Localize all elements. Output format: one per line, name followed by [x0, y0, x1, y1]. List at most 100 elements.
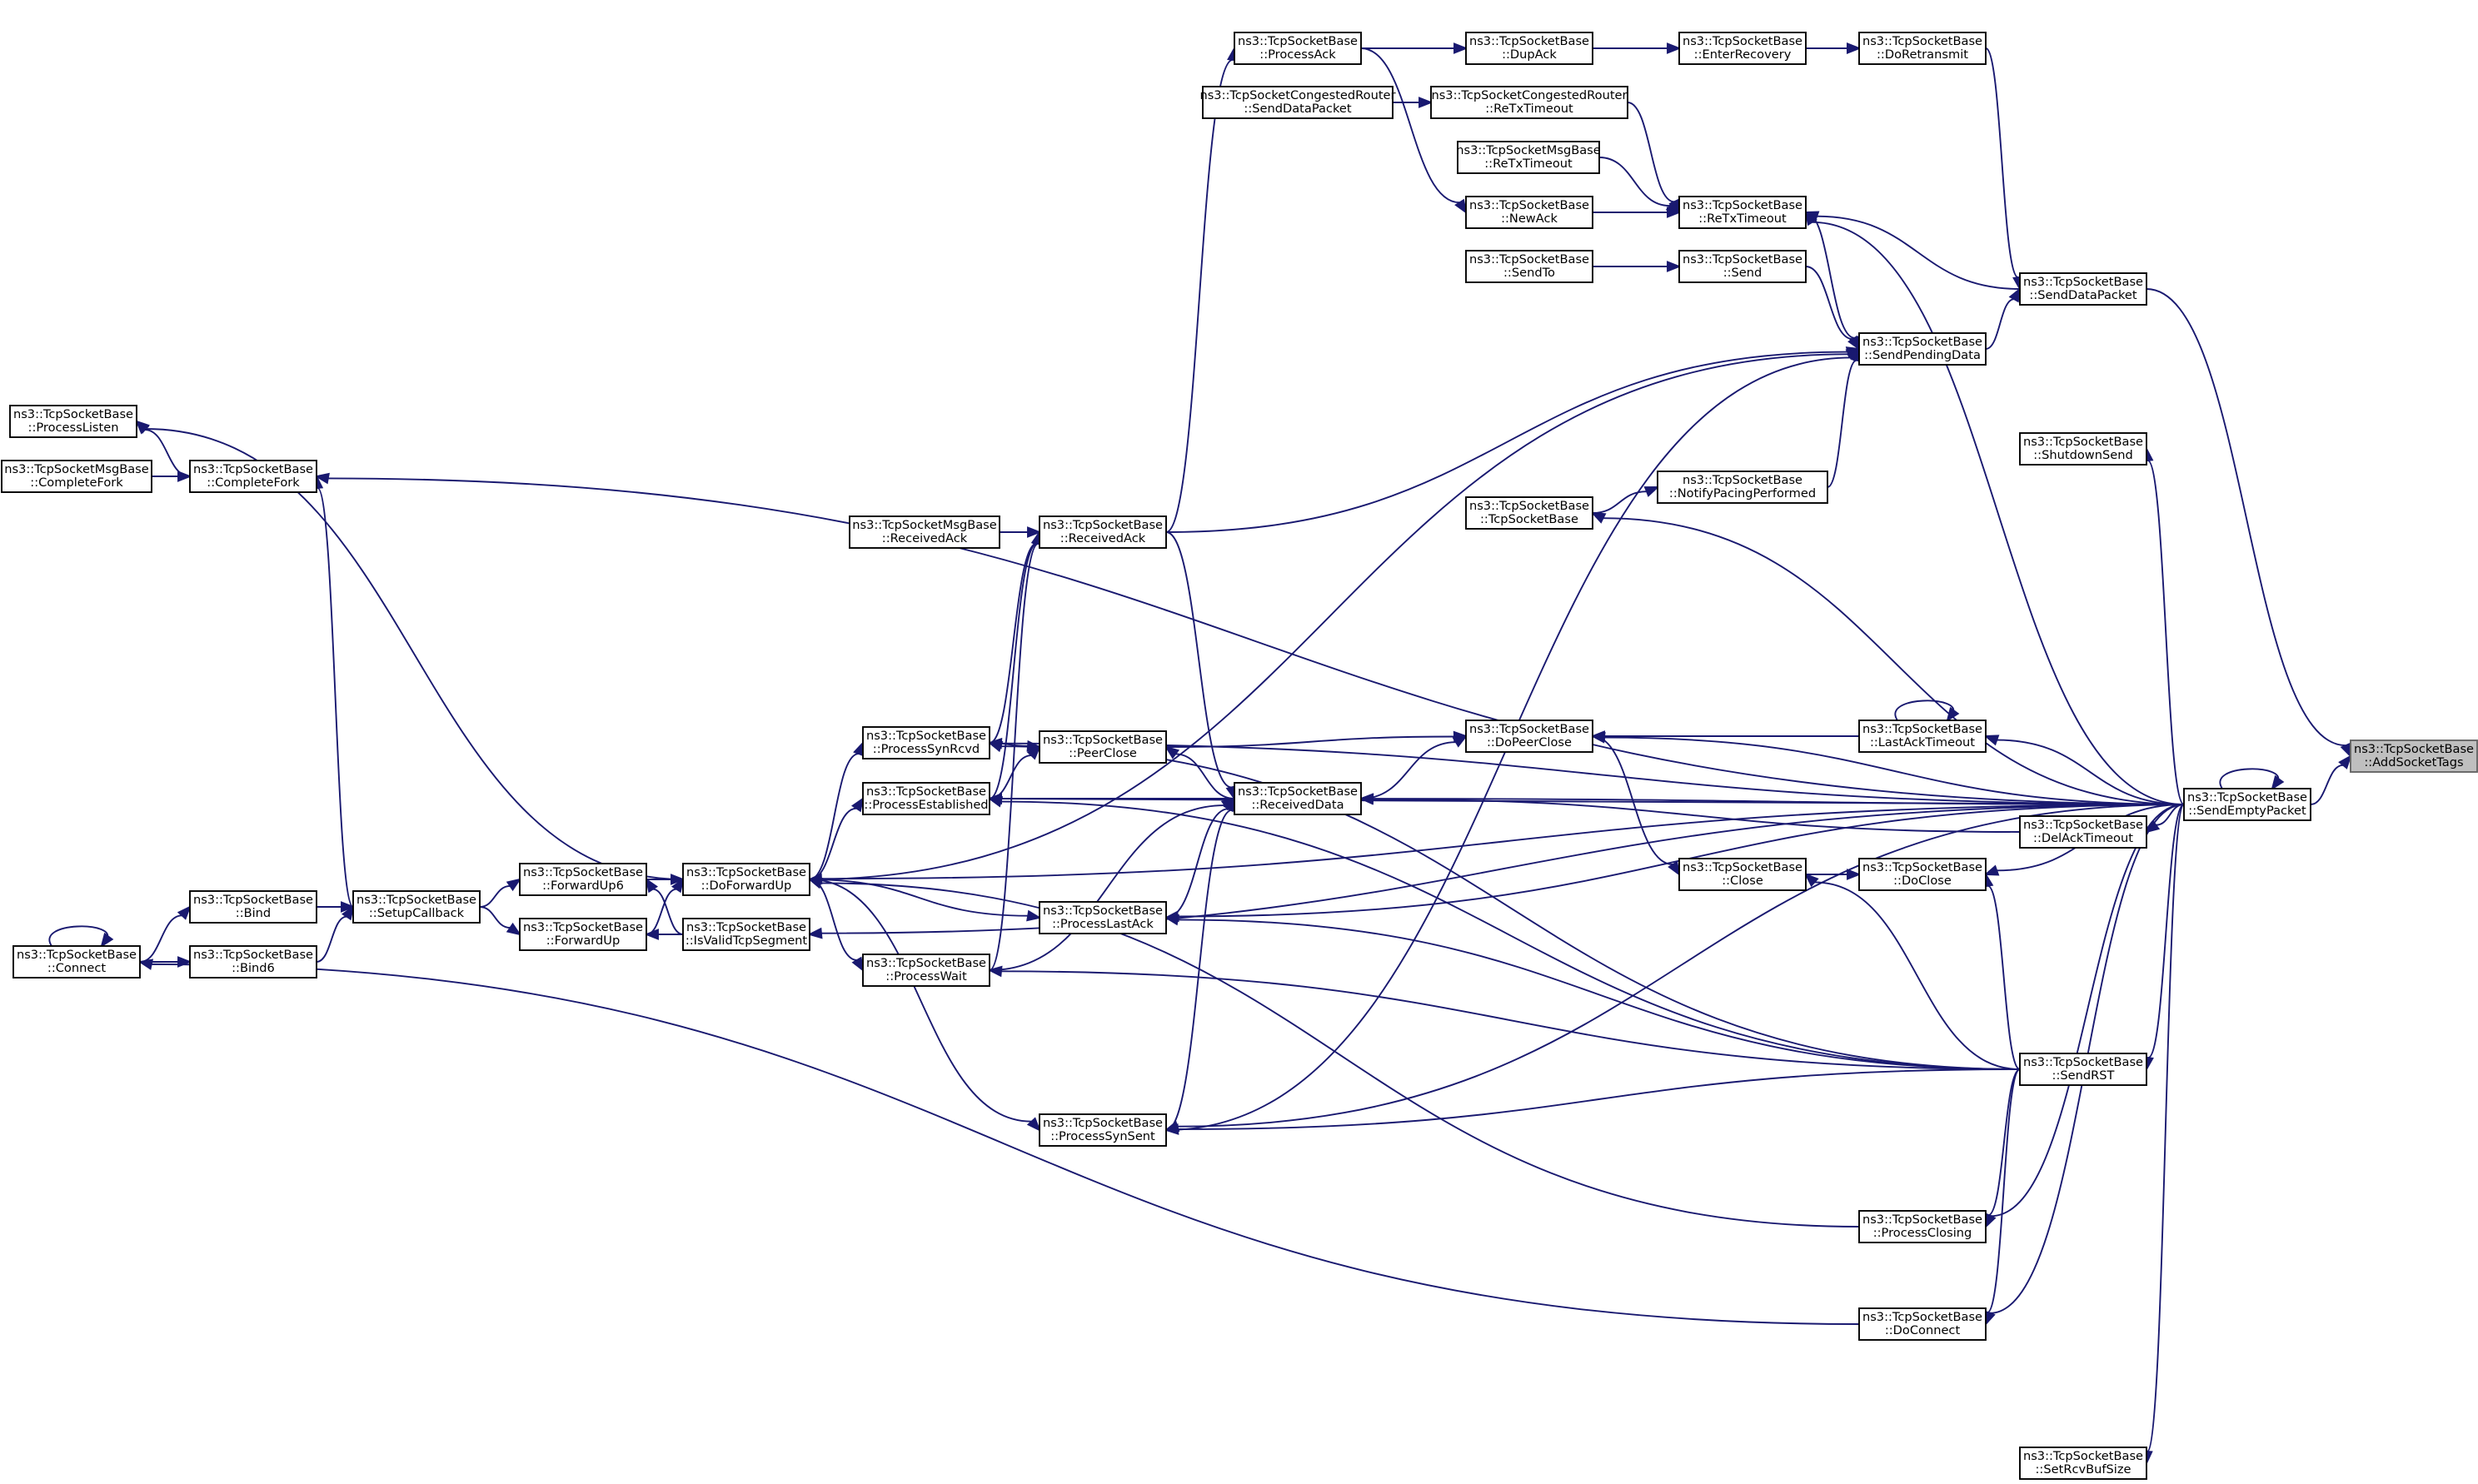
node-doclose[interactable]: ns3::TcpSocketBase::DoClose [1858, 858, 1987, 891]
node-namespace-label: ns3::TcpSocketBase [1043, 904, 1163, 918]
node-setrcvbufsize[interactable]: ns3::TcpSocketBase::SetRcvBufSize [2019, 1447, 2147, 1480]
edge-setupcallback-to-forwardup6 [479, 878, 522, 908]
arrowhead [1847, 869, 1862, 880]
node-msg-retxtimeout[interactable]: ns3::TcpSocketMsgBase::ReTxTimeout [1456, 141, 1601, 174]
edge-sendrst-to-processclosing [1982, 1068, 2021, 1229]
node-lastacktimeout[interactable]: ns3::TcpSocketBase::LastAckTimeout [1858, 720, 1987, 753]
node-receiveddata[interactable]: ns3::TcpSocketBase::ReceivedData [1234, 782, 1362, 815]
node-msg-completefork[interactable]: ns3::TcpSocketMsgBase::CompleteFork [1, 460, 152, 493]
node-processestablished[interactable]: ns3::TcpSocketBase::ProcessEstablished [862, 782, 990, 815]
node-namespace-label: ns3::TcpSocketBase [523, 865, 643, 879]
edge-line [48, 925, 109, 947]
node-send[interactable]: ns3::TcpSocketBase::Send [1678, 250, 1807, 283]
node-method-label: ::LastAckTimeout [1870, 735, 1975, 749]
node-tcpsocketbase[interactable]: ns3::TcpSocketBase::TcpSocketBase [1465, 496, 1593, 530]
node-retxtimeout[interactable]: ns3::TcpSocketBase::ReTxTimeout [1678, 196, 1807, 229]
arrowhead [135, 420, 150, 434]
node-isvalidtcpsegment[interactable]: ns3::TcpSocketBase::IsValidTcpSegment [682, 918, 810, 951]
node-processwait[interactable]: ns3::TcpSocketBase::ProcessWait [862, 954, 990, 987]
edge-senddatapacket-to-addsockettags [2146, 288, 2352, 759]
arrowhead [506, 922, 522, 936]
node-namespace-label: ns3::TcpSocketBase [1238, 784, 1358, 799]
node-method-label: ::SendRST [2052, 1068, 2115, 1083]
node-processlisten[interactable]: ns3::TcpSocketBase::ProcessListen [9, 405, 137, 438]
edge-line [1177, 804, 2185, 1128]
node-sendrst[interactable]: ns3::TcpSocketBase::SendRST [2019, 1053, 2147, 1086]
node-method-label: ::ReceivedData [1251, 798, 1344, 812]
node-forwardup[interactable]: ns3::TcpSocketBase::ForwardUp [519, 918, 647, 951]
edge-line [1165, 351, 1848, 533]
node-method-label: ::ForwardUp [546, 934, 620, 948]
arrowhead [807, 878, 824, 889]
edge-line [139, 914, 182, 963]
node-shutdownsend[interactable]: ns3::TcpSocketBase::ShutdownSend [2019, 432, 2147, 466]
edge-line [1805, 266, 1853, 341]
node-cr-retxtimeout[interactable]: ns3::TcpSocketCongestedRouter::ReTxTimeo… [1430, 86, 1628, 119]
node-method-label: ::ProcessSynSent [1050, 1129, 1155, 1143]
edge-line [1987, 884, 2021, 1070]
node-sendemptypacket[interactable]: ns3::TcpSocketBase::SendEmptyPacket [2183, 788, 2311, 821]
edge-forwardup6-to-doforwardup [646, 874, 686, 885]
arrowhead [1590, 731, 1606, 744]
node-msg-receivedack[interactable]: ns3::TcpSocketMsgBase::ReceivedAck [849, 515, 1000, 549]
node-box [1465, 32, 1593, 65]
node-forwardup6[interactable]: ns3::TcpSocketBase::ForwardUp6 [519, 863, 647, 896]
node-senddatapacket[interactable]: ns3::TcpSocketBase::SendDataPacket [2019, 272, 2147, 306]
edge-sendemptypacket-to-sendrst [2142, 804, 2185, 1072]
node-bind6[interactable]: ns3::TcpSocketBase::Bind6 [189, 945, 317, 979]
node-method-label: ::ReTxTimeout [1485, 102, 1573, 116]
node-box [1457, 141, 1600, 174]
node-close[interactable]: ns3::TcpSocketBase::Close [1678, 858, 1807, 891]
node-sendpendingdata[interactable]: ns3::TcpSocketBase::SendPendingData [1858, 332, 1987, 366]
edge-line [1165, 58, 1234, 533]
edge-line [1360, 47, 1460, 204]
edge-sendto-to-send [1592, 261, 1682, 272]
node-method-label: ::ProcessAck [1259, 47, 1336, 62]
node-box [1234, 32, 1362, 65]
node-dopeerclose[interactable]: ns3::TcpSocketBase::DoPeerClose [1465, 720, 1593, 753]
edge-line [479, 906, 511, 929]
node-namespace-label: ns3::TcpSocketBase [866, 956, 986, 970]
node-receivedack[interactable]: ns3::TcpSocketBase::ReceivedAck [1039, 515, 1167, 549]
node-cr-senddatapacket[interactable]: ns3::TcpSocketCongestedRouter::SendDataP… [1199, 86, 1396, 119]
edge-cr-senddatapacket-to-cr-retxtimeout [1392, 97, 1433, 108]
node-doretransmit[interactable]: ns3::TcpSocketBase::DoRetransmit [1858, 32, 1987, 65]
node-completefork[interactable]: ns3::TcpSocketBase::CompleteFork [189, 460, 317, 493]
node-namespace-label: ns3::TcpSocketBase [523, 920, 643, 934]
node-doconnect[interactable]: ns3::TcpSocketBase::DoConnect [1858, 1307, 1987, 1341]
arrowhead [100, 932, 114, 949]
edge-sendpendingdata-to-senddatapacket [1985, 286, 2022, 350]
edge-line [989, 542, 1038, 744]
node-peerclose[interactable]: ns3::TcpSocketBase::PeerClose [1039, 730, 1167, 764]
edge-doforwardup-to-processlisten [135, 420, 684, 880]
arrowhead [506, 878, 522, 892]
node-connect[interactable]: ns3::TcpSocketBase::Connect [12, 945, 141, 979]
node-method-label: ::ProcessSynRcvd [873, 742, 980, 756]
node-notifypacing[interactable]: ns3::TcpSocketBase::NotifyPacingPerforme… [1657, 471, 1828, 504]
node-box [682, 918, 810, 951]
node-processlastack[interactable]: ns3::TcpSocketBase::ProcessLastAck [1039, 901, 1167, 934]
node-method-label: ::TcpSocketBase [1480, 512, 1578, 526]
edge-sendrst-to-processsynrcvd [987, 740, 2021, 1070]
edge-line [1165, 735, 1455, 748]
node-doforwardup[interactable]: ns3::TcpSocketBase::DoForwardUp [682, 863, 810, 896]
node-delacktimeout[interactable]: ns3::TcpSocketBase::DelAckTimeout [2019, 815, 2147, 849]
edge-sendemptypacket-to-sendemptypacket [2219, 768, 2285, 791]
node-bind[interactable]: ns3::TcpSocketBase::Bind [189, 890, 317, 924]
node-processsynrcvd[interactable]: ns3::TcpSocketBase::ProcessSynRcvd [862, 726, 990, 759]
node-enterrecovery[interactable]: ns3::TcpSocketBase::EnterRecovery [1678, 32, 1807, 65]
node-processclosing[interactable]: ns3::TcpSocketBase::ProcessClosing [1858, 1210, 1987, 1243]
node-dupack[interactable]: ns3::TcpSocketBase::DupAck [1465, 32, 1593, 65]
node-box [862, 954, 990, 987]
node-newack[interactable]: ns3::TcpSocketBase::NewAck [1465, 196, 1593, 229]
arrowhead [1026, 909, 1042, 922]
node-setupcallback[interactable]: ns3::TcpSocketBase::SetupCallback [352, 890, 481, 924]
node-processsynsent[interactable]: ns3::TcpSocketBase::ProcessSynSent [1039, 1113, 1167, 1147]
node-sendto[interactable]: ns3::TcpSocketBase::SendTo [1465, 250, 1593, 283]
edge-sendemptypacket-to-addsockettags [2310, 754, 2352, 805]
node-namespace-label: ns3::TcpSocketBase [1469, 252, 1589, 266]
arrowhead [1847, 335, 1861, 351]
node-method-label: ::SendDataPacket [1244, 102, 1351, 116]
node-processack[interactable]: ns3::TcpSocketBase::ProcessAck [1234, 32, 1362, 65]
edge-line [145, 428, 684, 880]
